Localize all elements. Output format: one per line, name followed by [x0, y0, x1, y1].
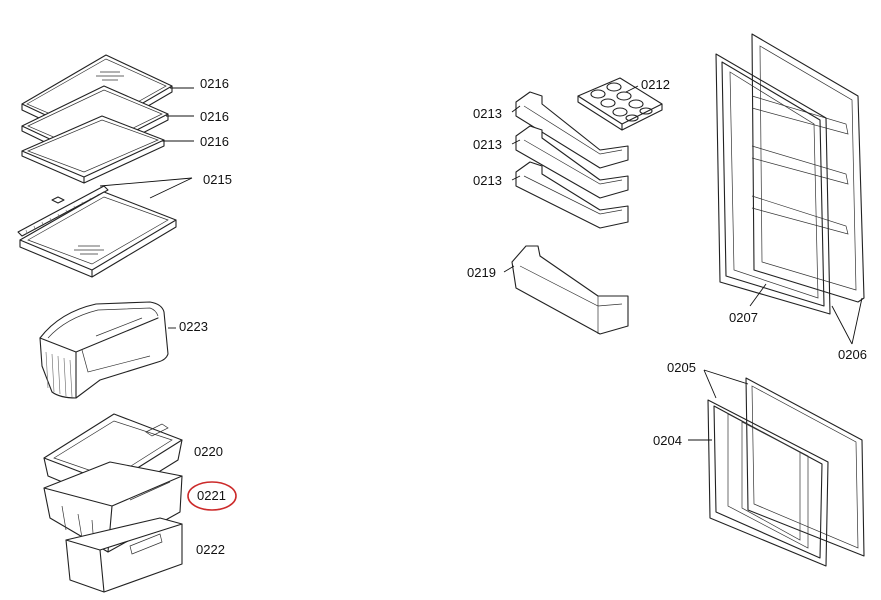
label-0213-b: 0213	[473, 137, 502, 152]
label-0216-top: 0216	[200, 76, 229, 91]
leader-lines	[99, 85, 863, 441]
egg-tray[interactable]	[577, 77, 663, 131]
fridge-door-gasket[interactable]	[715, 53, 831, 315]
label-0215: 0215	[203, 172, 232, 187]
label-0206: 0206	[838, 347, 867, 362]
label-0221: 0221	[197, 488, 226, 503]
freezer-door-gasket[interactable]	[707, 399, 829, 567]
label-0212: 0212	[641, 77, 670, 92]
label-0205: 0205	[667, 360, 696, 375]
label-0213-c: 0213	[473, 173, 502, 188]
glass-shelf-bottom[interactable]	[21, 115, 165, 184]
fridge-door[interactable]	[751, 33, 865, 303]
door-shelf-1[interactable]	[515, 91, 629, 169]
label-0222: 0222	[196, 542, 225, 557]
shelf-with-rail[interactable]	[17, 185, 177, 278]
label-0204: 0204	[653, 433, 682, 448]
bottle-shelf[interactable]	[511, 245, 629, 335]
drawer-lower[interactable]	[65, 517, 183, 593]
freezer-door[interactable]	[745, 377, 865, 557]
label-0216-bottom: 0216	[200, 134, 229, 149]
door-shelf-3[interactable]	[515, 161, 629, 229]
label-0223: 0223	[179, 319, 208, 334]
label-0220: 0220	[194, 444, 223, 459]
door-shelf-2[interactable]	[515, 125, 629, 199]
label-0207: 0207	[729, 310, 758, 325]
label-0213-a: 0213	[473, 106, 502, 121]
drawer-middle[interactable]	[43, 461, 183, 553]
label-0219: 0219	[467, 265, 496, 280]
bottle-box[interactable]	[39, 301, 169, 399]
label-0216-middle: 0216	[200, 109, 229, 124]
highlight-circle-0221	[187, 481, 237, 511]
